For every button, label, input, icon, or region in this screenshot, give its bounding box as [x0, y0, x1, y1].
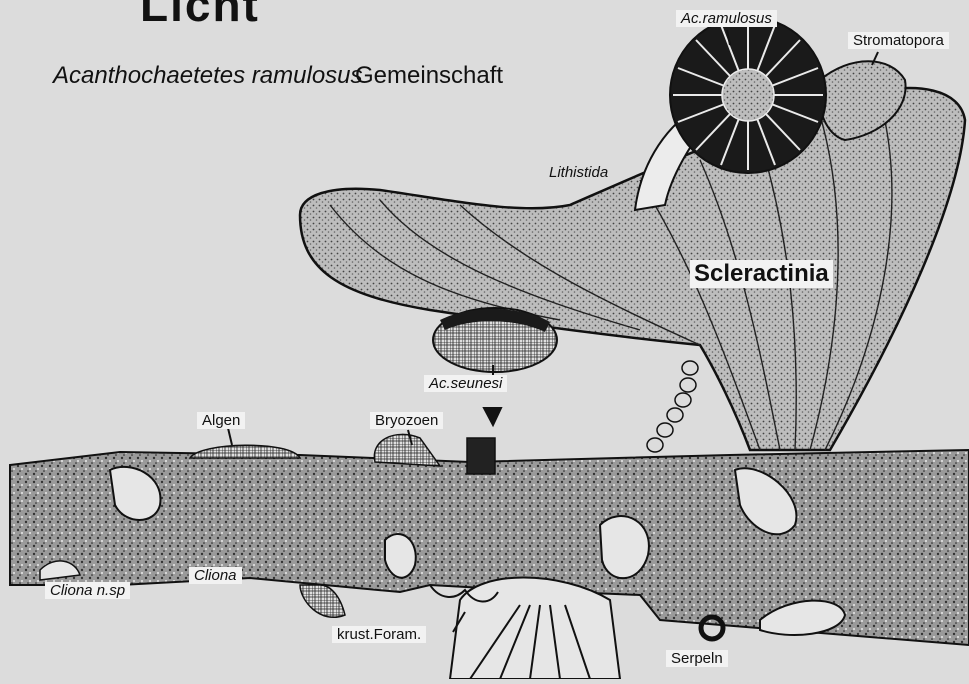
- cavity-right-1: [600, 516, 649, 578]
- label-scleractinia: Scleractinia: [690, 260, 833, 288]
- bryozoen-fan: [374, 434, 440, 466]
- label-ac-seunesi: Ac.seunesi: [424, 375, 507, 392]
- label-krust-foram: krust.Foram.: [332, 626, 426, 643]
- label-serpeln: Serpeln: [666, 650, 728, 667]
- page-title: Licht: [140, 0, 260, 28]
- serpeln-chain: [647, 361, 698, 452]
- subtitle-word: Gemeinschaft: [355, 64, 503, 88]
- label-bryozoen: Bryozoen: [370, 412, 443, 429]
- cavity-mid: [385, 534, 416, 578]
- ac-ramulosus-core: [722, 69, 774, 121]
- label-ac-ramulosus: Ac.ramulosus: [676, 10, 777, 27]
- algen-crust: [190, 445, 300, 458]
- subtitle-species: Acanthochaetetes ramulosus: [53, 64, 363, 88]
- label-cliona-nsp: Cliona n.sp: [45, 582, 130, 599]
- label-algen: Algen: [197, 412, 245, 429]
- label-lithistida: Lithistida: [549, 165, 608, 180]
- bryozoen-column: [467, 438, 495, 474]
- label-stromatopora: Stromatopora: [848, 32, 949, 49]
- radiating-fan: [450, 578, 620, 680]
- cliona-hanging-body: [300, 585, 345, 617]
- label-cliona: Cliona: [189, 567, 242, 584]
- scleractinia-coral: [300, 88, 965, 450]
